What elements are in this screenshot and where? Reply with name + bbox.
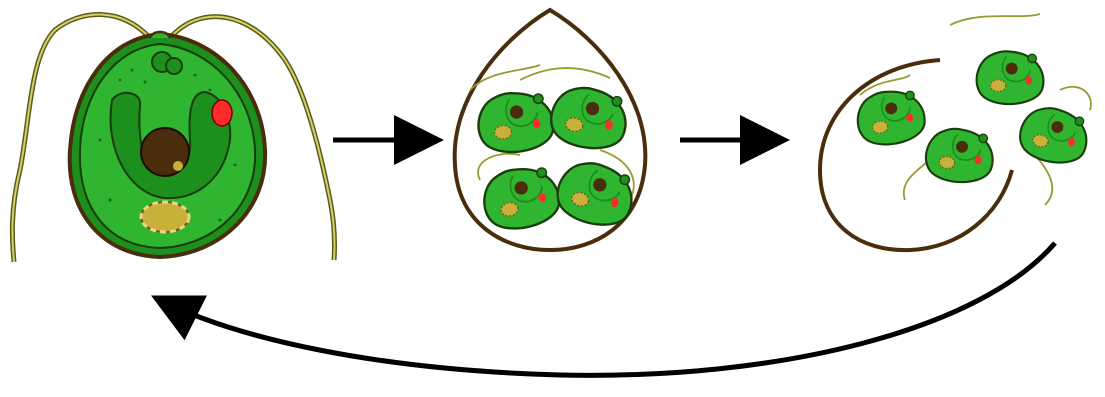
eyespot (212, 100, 232, 126)
nucleolus (173, 161, 183, 171)
released-zoospores (820, 14, 1092, 250)
arrow-return (160, 243, 1055, 375)
zoosporangium-with-four-daughter-cells (455, 10, 646, 250)
mature-vegetative-cell (12, 14, 334, 262)
papilla (150, 32, 170, 38)
